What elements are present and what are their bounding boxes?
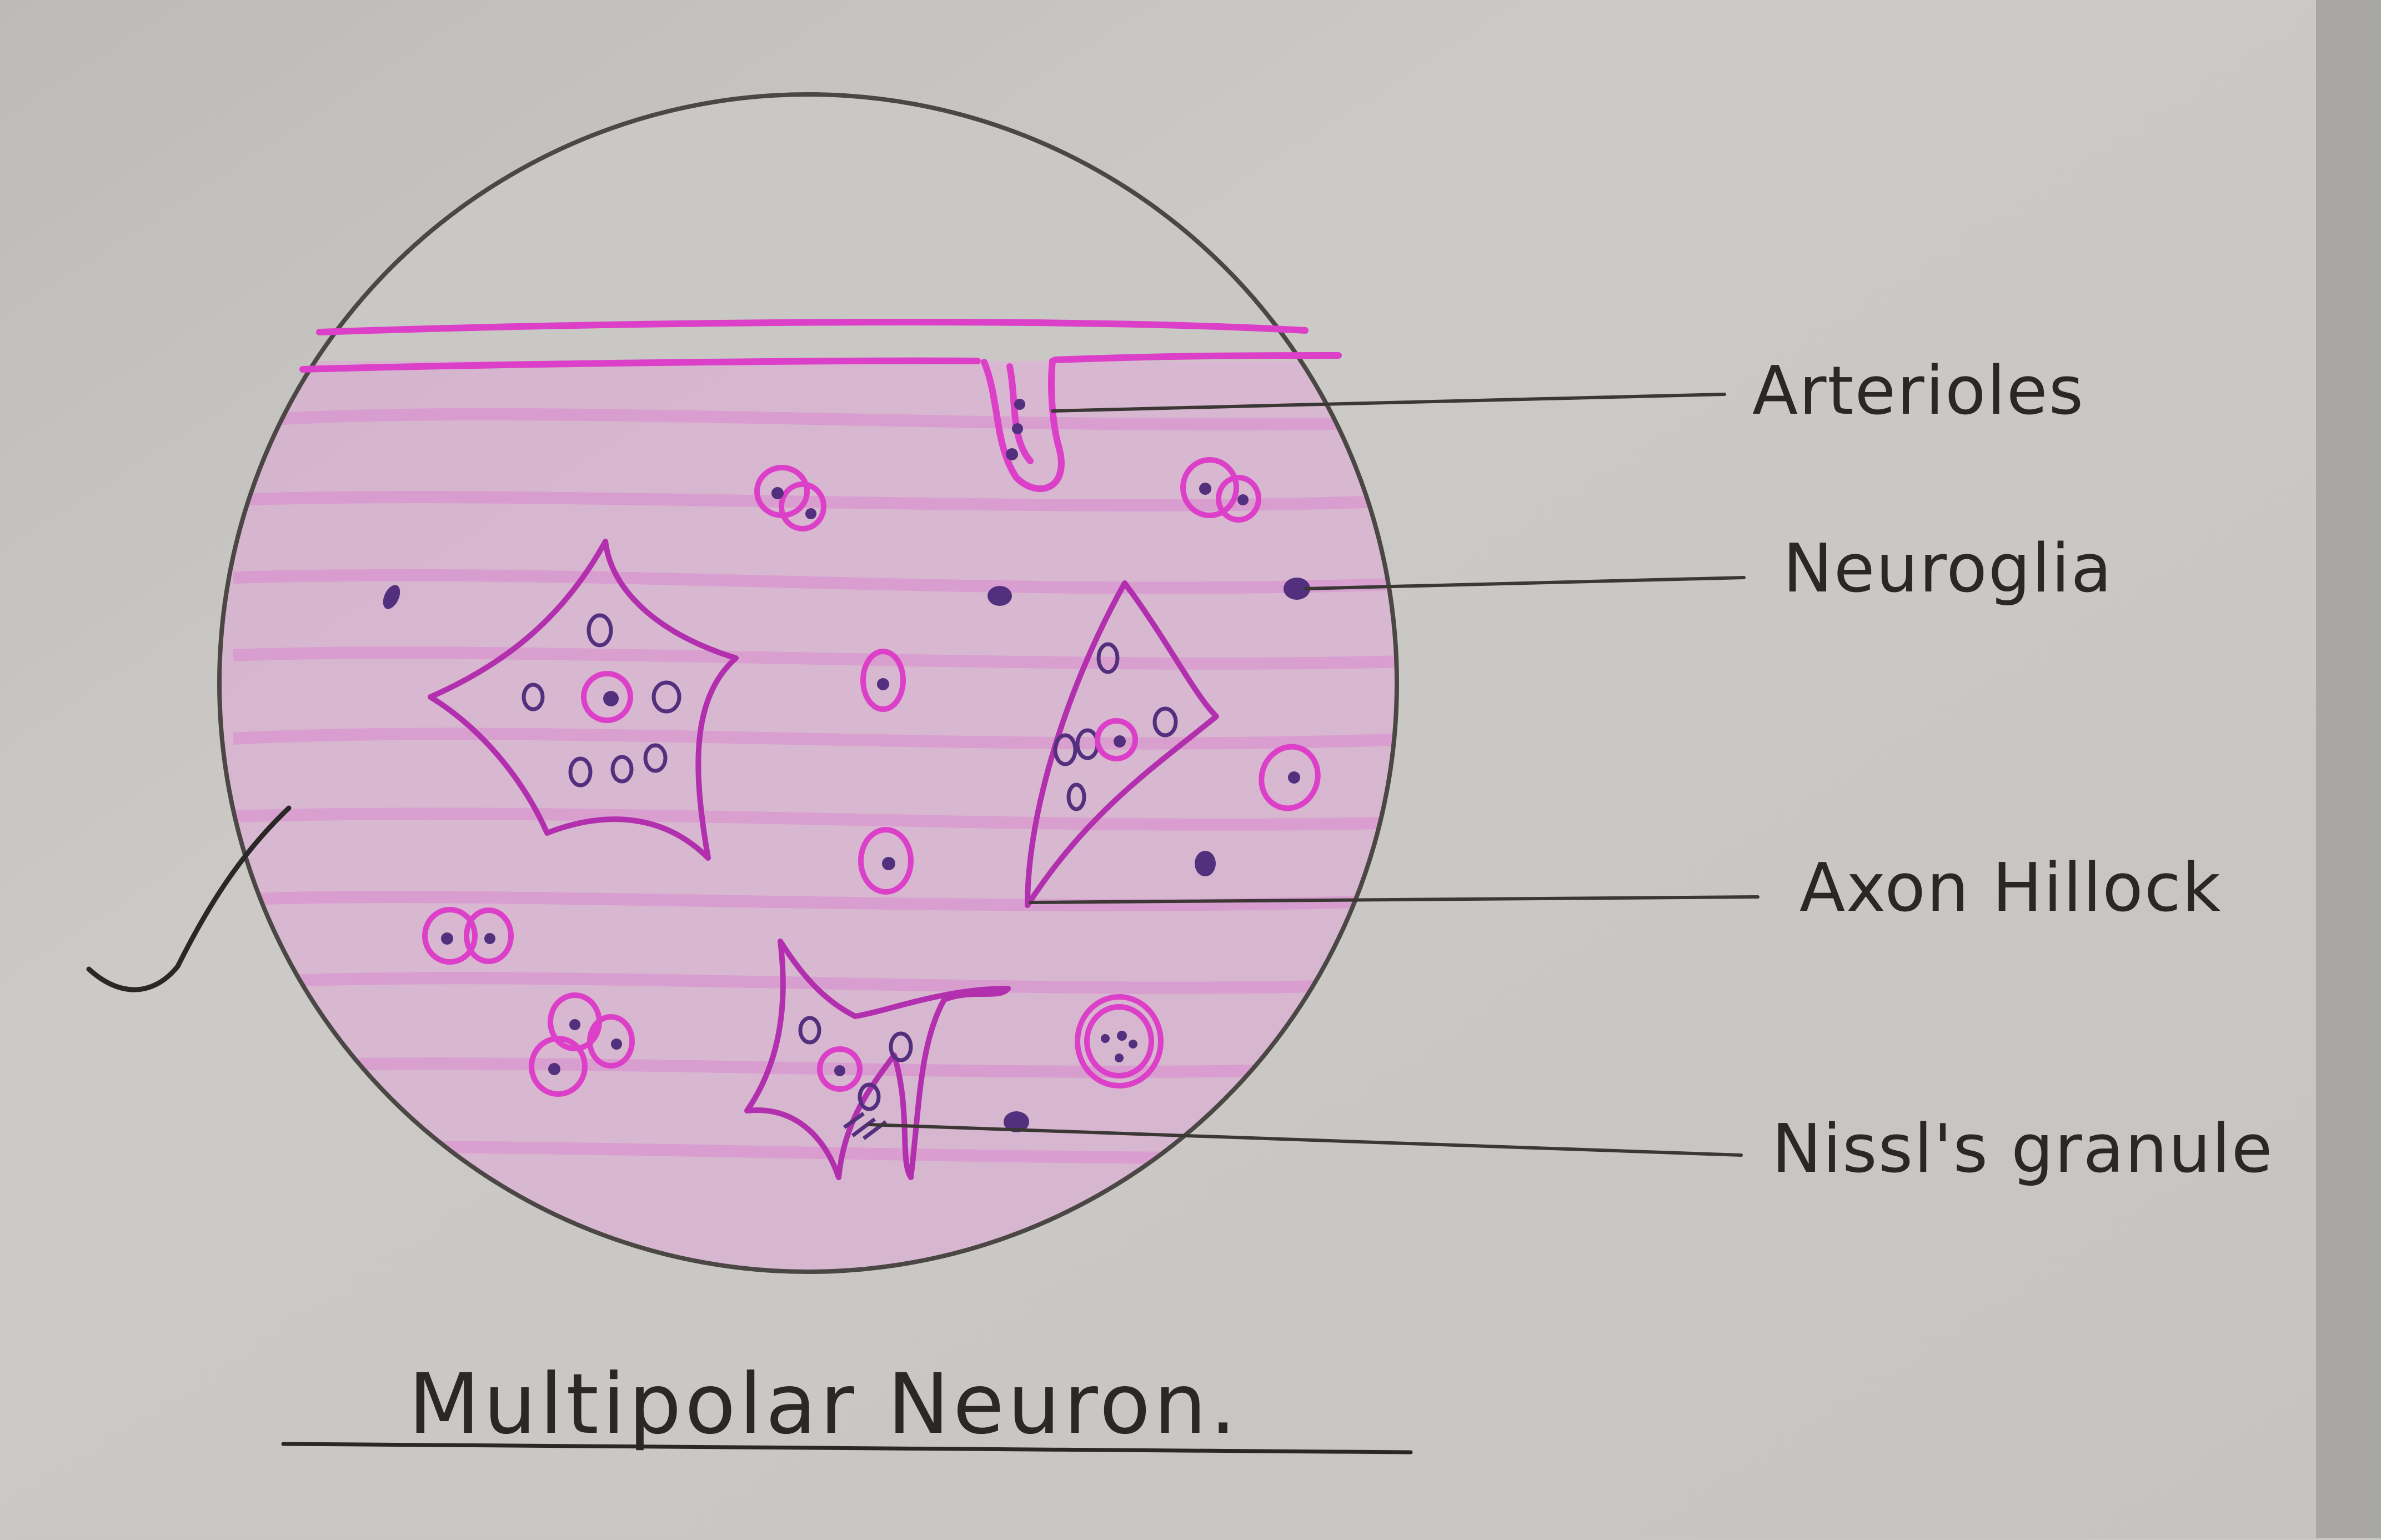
neuron-cell-right: [1025, 580, 1219, 908]
leader-line-axon-hillock: [1029, 895, 1760, 904]
leader-line-nissls-granule: [868, 1123, 1743, 1157]
title-underline: [281, 1442, 1413, 1454]
leader-line-arterioles: [1051, 393, 1726, 413]
nucleolus-bottom: [834, 1065, 845, 1076]
nucleus-bottom: [817, 1046, 863, 1092]
check-mark-icon: [86, 805, 292, 992]
nucleus-right: [1095, 718, 1138, 761]
neuroglia-nuclei: [383, 578, 1310, 1132]
neuron-cell-bottom: [744, 939, 1011, 1180]
leader-line-neuroglia: [1304, 576, 1746, 590]
free-cells: [422, 457, 1321, 1097]
free-cell-nuclei: [441, 483, 1300, 1075]
diagram-title: Multipolar Neuron.: [408, 1356, 1240, 1453]
neuron-cell-left: [428, 539, 739, 861]
page-edge-shadow: [2316, 0, 2381, 1538]
arteriole-cells: [1006, 399, 1025, 460]
nucleus-left: [581, 671, 633, 723]
leader-lines: [868, 393, 1760, 1157]
nucleolus-right: [1114, 735, 1126, 748]
label-axon-hillock: Axon Hillock: [1799, 850, 2222, 927]
label-arterioles: Arterioles: [1752, 353, 2084, 430]
microscope-field-outline: [217, 92, 1399, 1274]
label-neuroglia: Neuroglia: [1783, 530, 2113, 608]
nissl-granules-left: [522, 613, 681, 787]
nucleolus-left: [603, 691, 619, 706]
label-nissls-granule: Nissl's granule: [1772, 1111, 2273, 1188]
